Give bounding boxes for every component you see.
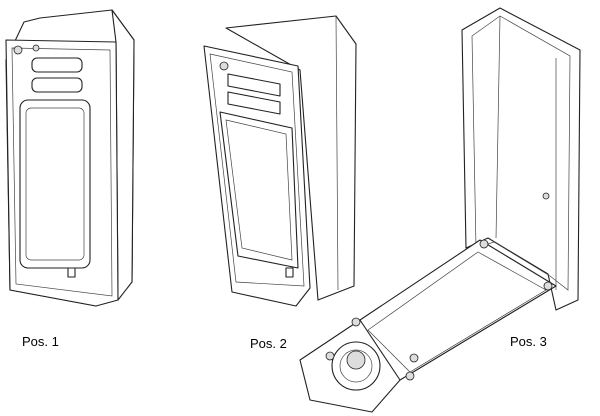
label-pos-3: Pos. 3 xyxy=(510,334,547,349)
label-pos-2: Pos. 2 xyxy=(250,336,287,351)
screw-icon xyxy=(13,45,23,55)
screw-icon xyxy=(219,61,229,71)
name-slot-2 xyxy=(227,91,281,115)
name-slot-1 xyxy=(227,73,281,97)
name-slot-1 xyxy=(31,57,83,73)
name-slot-2 xyxy=(31,77,83,93)
lock-icon xyxy=(67,267,76,278)
unit-position-3 xyxy=(299,7,581,413)
label-pos-1: Pos. 1 xyxy=(22,334,59,349)
display-window xyxy=(19,99,91,269)
lock-icon xyxy=(285,267,294,278)
unit-position-2 xyxy=(203,15,357,307)
hinge-screw-icon xyxy=(479,239,489,249)
unit-position-1 xyxy=(5,9,135,307)
